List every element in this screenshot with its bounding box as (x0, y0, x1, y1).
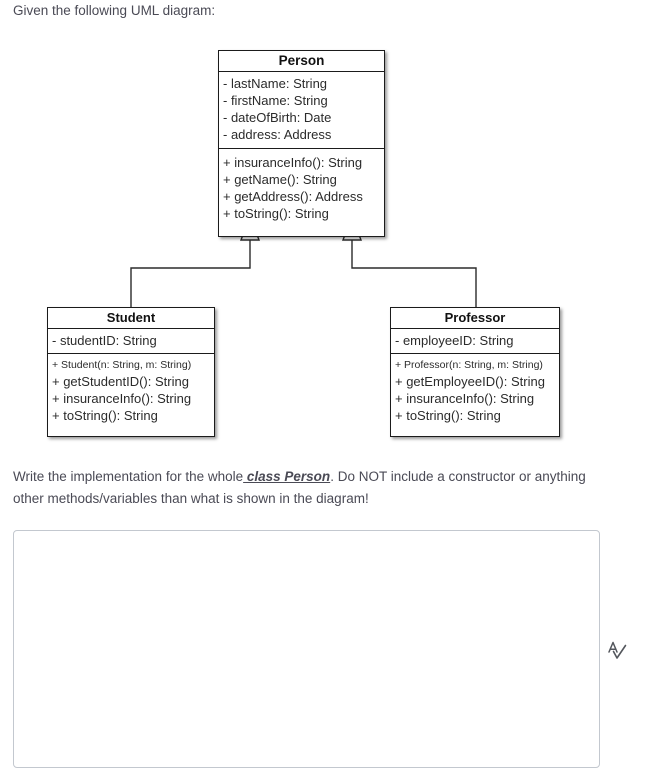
uml-diagram: Person - lastName: String - firstName: S… (0, 40, 658, 440)
uml-operation: + toString(): String (223, 206, 329, 221)
spellcheck-icon[interactable] (604, 638, 630, 664)
uml-attribute: - employeeID: String (395, 333, 514, 348)
uml-operation: + insuranceInfo(): String (395, 391, 535, 406)
uml-attribute: - lastName: String (223, 76, 328, 91)
prompt-emphasis-class-person: class Person (243, 469, 331, 484)
prompt-top-label: Given the following UML diagram: (13, 3, 216, 18)
prompt-top-text: Given the following UML diagram: (13, 0, 633, 22)
edge-student-to-person (130, 240, 251, 307)
uml-class-student: Student - studentID: String + Student(n:… (47, 307, 215, 437)
uml-operation: + insuranceInfo(): String (223, 155, 363, 170)
uml-operation: + toString(): String (395, 408, 501, 423)
uml-operation: + getAddress(): Address (223, 189, 363, 204)
uml-operation: + Student(n: String, m: String) (52, 359, 192, 371)
answer-input[interactable] (13, 530, 600, 768)
uml-class-person-attributes: - lastName: String - firstName: String -… (219, 72, 384, 149)
uml-class-professor-attributes: - employeeID: String (391, 329, 559, 354)
uml-class-professor-operations: + Professor(n: String, m: String) + getE… (391, 354, 559, 436)
uml-class-professor: Professor - employeeID: String + Profess… (390, 307, 560, 437)
uml-operation: + Professor(n: String, m: String) (395, 359, 543, 371)
uml-class-person-title: Person (219, 51, 384, 72)
uml-class-person-operations: + insuranceInfo(): String + getName(): S… (219, 149, 384, 236)
prompt-bottom-text: Write the implementation for the whole c… (13, 466, 613, 510)
prompt-bottom-lead: Write the implementation for the whole (13, 469, 244, 484)
uml-attribute: - firstName: String (223, 93, 328, 108)
uml-attribute: - address: Address (223, 127, 332, 142)
edge-professor-to-person (351, 240, 477, 307)
uml-operation: + insuranceInfo(): String (52, 391, 192, 406)
uml-operation: + getEmployeeID(): String (395, 374, 545, 389)
uml-attribute: - studentID: String (52, 333, 157, 348)
uml-class-student-attributes: - studentID: String (48, 329, 214, 354)
uml-class-person: Person - lastName: String - firstName: S… (218, 50, 385, 237)
uml-operation: + getName(): String (223, 172, 337, 187)
uml-class-student-operations: + Student(n: String, m: String) + getStu… (48, 354, 214, 436)
uml-operation: + getStudentID(): String (52, 374, 189, 389)
uml-attribute: - dateOfBirth: Date (223, 110, 332, 125)
uml-class-professor-title: Professor (391, 308, 559, 329)
prompt-bottom-tail: . Do NOT include a constructor or anythi… (13, 469, 586, 506)
uml-class-student-title: Student (48, 308, 214, 329)
uml-operation: + toString(): String (52, 408, 158, 423)
